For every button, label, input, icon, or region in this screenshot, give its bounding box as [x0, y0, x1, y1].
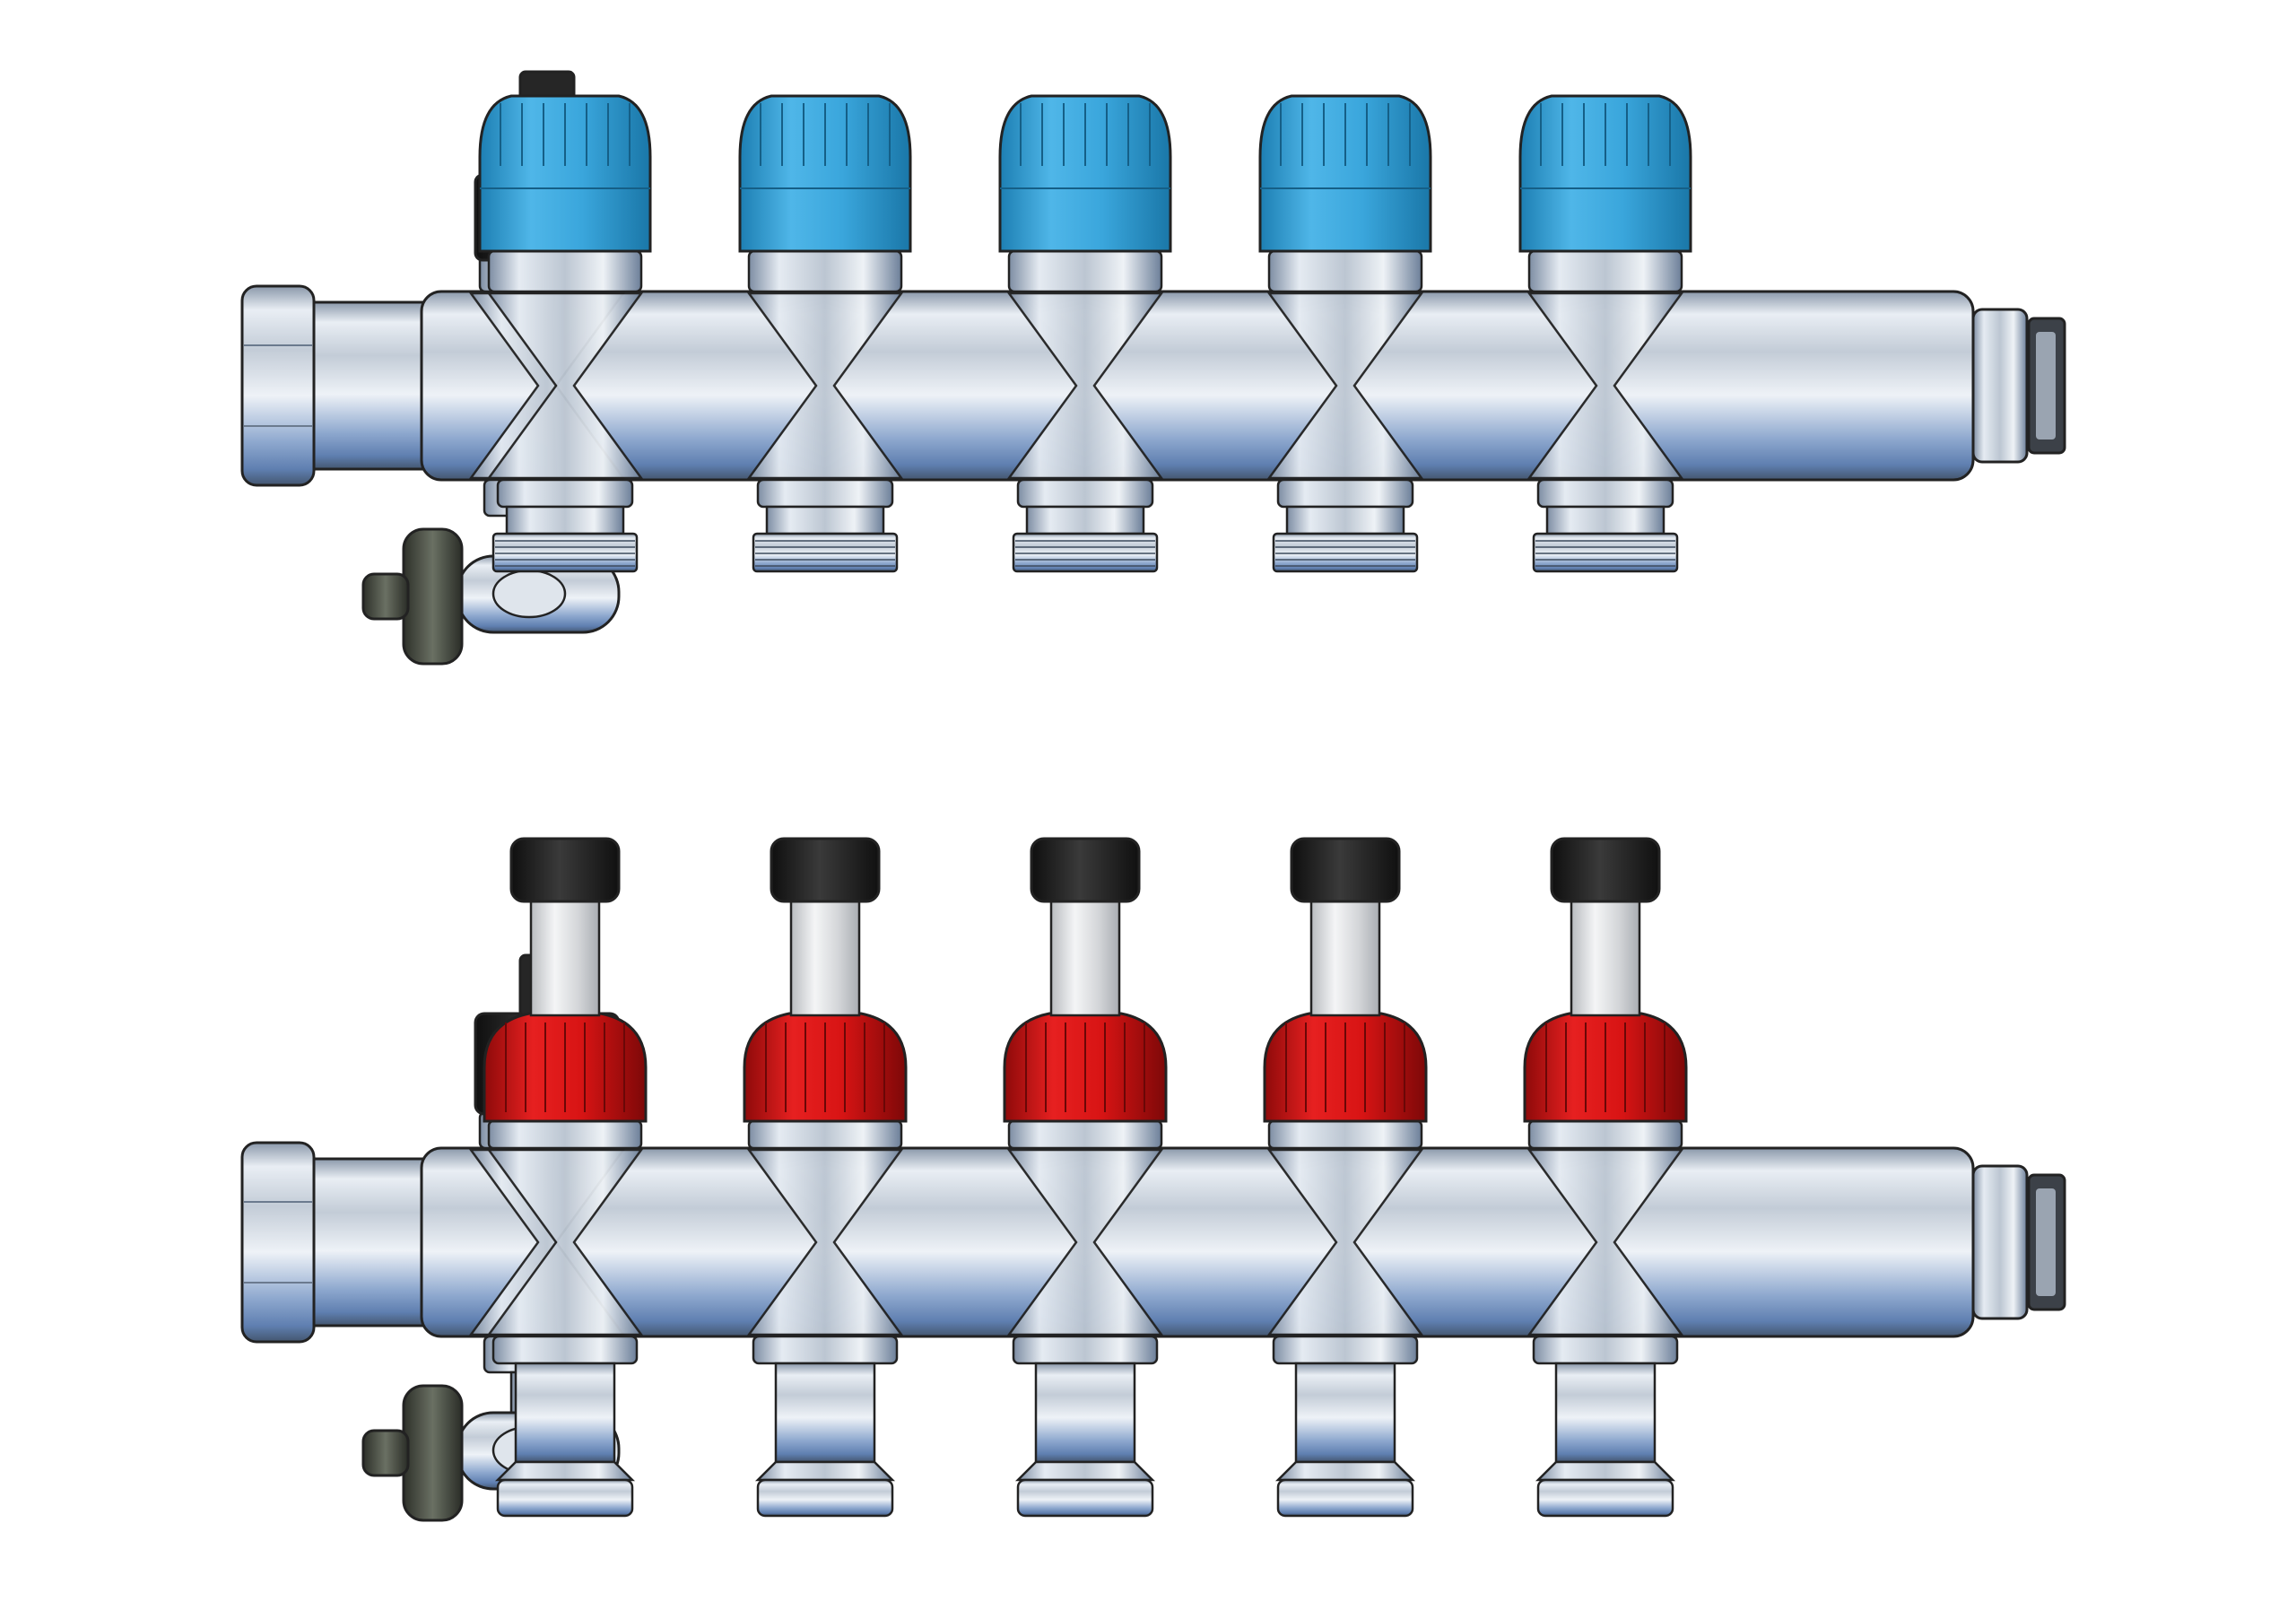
- outlet-2: [738, 94, 912, 573]
- outlet-thread: [496, 1478, 634, 1518]
- outlet-hex-nut: [1012, 1335, 1159, 1365]
- outlet-thread: [752, 532, 899, 573]
- outlet-valve-seat: [486, 292, 644, 480]
- outlet-hex-nut: [756, 478, 894, 509]
- outlet-collar: [765, 505, 885, 535]
- outlet-valve-seat: [1006, 1148, 1164, 1336]
- flow-meter-sight-glass: [1570, 895, 1641, 1017]
- outlet-flare: [1274, 1460, 1416, 1482]
- outlet-hex-nut: [491, 1335, 639, 1365]
- outlet-stem: [514, 1362, 616, 1464]
- flow-meter-black-cap: [509, 837, 621, 903]
- cap-collar: [1007, 249, 1163, 293]
- outlet-hex-nut: [1272, 1335, 1419, 1365]
- outlet-valve-seat: [1266, 292, 1424, 480]
- flow-meter-black-cap: [770, 837, 881, 903]
- outlet-3: [998, 94, 1172, 573]
- flow-meter-black-cap: [1290, 837, 1401, 903]
- outlet-stem: [774, 1362, 876, 1464]
- outlet-3: [1003, 837, 1168, 1518]
- flow-meter-sight-glass: [1309, 895, 1381, 1017]
- inlet-hex-nut: [240, 284, 316, 487]
- meter-collar: [1007, 1119, 1163, 1150]
- cap-collar: [1267, 249, 1423, 293]
- flow-meter-sight-glass: [529, 895, 601, 1017]
- outlet-thread: [1016, 1478, 1154, 1518]
- outlet-hex-nut: [496, 478, 634, 509]
- outlet-collar: [1545, 505, 1665, 535]
- outlet-1: [483, 837, 648, 1518]
- outlet-stem: [1554, 1362, 1657, 1464]
- manifold-body: [420, 290, 1975, 482]
- outlet-5: [1523, 837, 1688, 1518]
- outlet-valve-seat: [1266, 1148, 1424, 1336]
- outlet-valve-seat: [486, 1148, 644, 1336]
- outlet-hex-nut: [1276, 478, 1414, 509]
- manifold-body: [420, 1146, 1975, 1338]
- outlet-valve-seat: [1526, 1148, 1684, 1336]
- outlet-flare: [1014, 1460, 1156, 1482]
- meter-collar: [747, 1119, 903, 1150]
- outlet-hex-nut: [752, 1335, 899, 1365]
- outlet-stem: [1294, 1362, 1396, 1464]
- outlet-thread: [1012, 532, 1159, 573]
- drain-knob-tip: [361, 572, 410, 621]
- outlet-collar: [1025, 505, 1145, 535]
- drain-port: [491, 569, 567, 619]
- outlet-4: [1263, 837, 1428, 1518]
- inlet-pipe-neck: [312, 300, 432, 471]
- outlet-thread: [491, 532, 639, 573]
- cap-collar: [487, 249, 643, 293]
- return-manifold-with-flow-meters: [240, 837, 2066, 1522]
- outlet-valve-seat: [746, 1148, 904, 1336]
- meter-collar: [1267, 1119, 1423, 1150]
- cap-collar: [1527, 249, 1683, 293]
- flow-meter-black-cap: [1030, 837, 1141, 903]
- supply-manifold-with-blue-caps: [240, 70, 2066, 666]
- outlet-1: [478, 94, 652, 573]
- inlet-pipe-neck: [312, 1157, 432, 1327]
- outlet-5: [1518, 94, 1692, 573]
- drain-knob: [402, 527, 464, 666]
- inlet-hex-nut: [240, 1141, 316, 1344]
- outlet-collar: [505, 505, 625, 535]
- outlet-thread: [1532, 532, 1679, 573]
- outlet-flare: [494, 1460, 636, 1482]
- flow-meter-sight-glass: [789, 895, 861, 1017]
- end-plug: [1971, 308, 2029, 464]
- outlet-flare: [754, 1460, 896, 1482]
- outlet-thread: [1276, 1478, 1414, 1518]
- outlet-flare: [1535, 1460, 1676, 1482]
- outlet-thread: [1536, 1478, 1674, 1518]
- outlet-4: [1258, 94, 1432, 573]
- meter-collar: [1527, 1119, 1683, 1150]
- cap-collar: [747, 249, 903, 293]
- outlet-valve-seat: [1006, 292, 1164, 480]
- meter-collar: [487, 1119, 643, 1150]
- drain-knob: [402, 1384, 464, 1522]
- outlet-thread: [1272, 532, 1419, 573]
- outlet-thread: [756, 1478, 894, 1518]
- outlet-hex-nut: [1532, 1335, 1679, 1365]
- outlet-collar: [1285, 505, 1405, 535]
- end-plug: [1971, 1164, 2029, 1320]
- flow-meter-black-cap: [1550, 837, 1661, 903]
- outlet-valve-seat: [1526, 292, 1684, 480]
- flow-meter-sight-glass: [1049, 895, 1121, 1017]
- outlet-stem: [1034, 1362, 1136, 1464]
- drain-knob-tip: [361, 1429, 410, 1477]
- outlet-valve-seat: [746, 292, 904, 480]
- outlet-hex-nut: [1536, 478, 1674, 509]
- outlet-hex-nut: [1016, 478, 1154, 509]
- outlet-2: [743, 837, 908, 1518]
